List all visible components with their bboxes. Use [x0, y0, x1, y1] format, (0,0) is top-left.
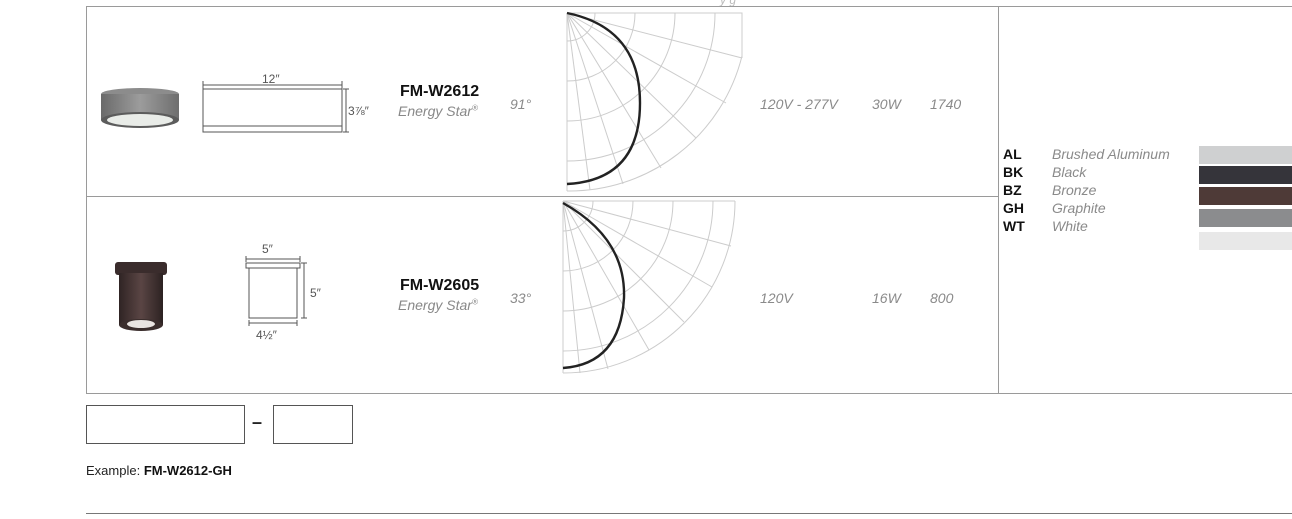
voltage: 120V	[760, 290, 793, 306]
model-number: FM-W2612	[400, 83, 480, 100]
order-separator: –	[252, 412, 263, 432]
finish-code-wt: WT	[1003, 218, 1025, 234]
voltage: 120V - 277V	[760, 96, 838, 112]
order-example: Example: FM-W2612-GH	[86, 463, 232, 478]
wattage: 30W	[872, 96, 901, 112]
finish-name-al: Brushed Aluminum	[1052, 146, 1170, 162]
spec-table	[86, 6, 1292, 394]
certification-label: Energy Star®	[398, 297, 478, 313]
example-prefix: Example:	[86, 463, 141, 478]
finish-name-bk: Black	[1052, 164, 1087, 180]
beam-angle: 91°	[510, 96, 532, 112]
finish-name-wt: White	[1052, 218, 1088, 234]
finish-swatch-bk	[1199, 166, 1292, 184]
finish-code-box[interactable]	[273, 405, 353, 444]
beam-angle: 33°	[510, 290, 532, 306]
model-number-box[interactable]	[86, 405, 245, 444]
header-fragment: y g	[720, 0, 737, 7]
finish-name-bz: Bronze	[1052, 182, 1097, 198]
model-number: FM-W2605	[400, 277, 480, 294]
certification-label: Energy Star®	[398, 103, 478, 119]
photometric-diagram-fm-w2605	[562, 200, 736, 374]
finish-swatch-wt	[1199, 232, 1292, 250]
row-divider	[86, 196, 998, 197]
product-image-fm-w2612	[101, 88, 179, 128]
wattage: 16W	[872, 290, 901, 306]
finish-swatch-gh	[1199, 209, 1292, 227]
height-label: 5″	[310, 286, 321, 300]
dimension-drawing-fm-w2605	[245, 256, 307, 326]
column-divider	[998, 6, 999, 393]
base-width-label: 4½″	[256, 328, 277, 342]
dimension-drawing-fm-w2612	[202, 81, 349, 133]
finish-swatch-bz	[1199, 187, 1292, 205]
example-value: FM-W2612-GH	[143, 463, 232, 478]
lumens: 800	[930, 290, 954, 306]
footer-divider	[86, 513, 1292, 514]
product-image-fm-w2605	[115, 262, 167, 331]
lumens: 1740	[930, 96, 962, 112]
finish-code-al: AL	[1003, 146, 1022, 162]
finish-swatch-al	[1199, 146, 1292, 164]
finish-name-gh: Graphite	[1052, 200, 1106, 216]
finish-code-gh: GH	[1003, 200, 1024, 216]
height-label: 3⅞″	[348, 104, 369, 118]
finish-code-bz: BZ	[1003, 182, 1022, 198]
photometric-diagram-fm-w2612	[566, 11, 743, 192]
width-label: 12″	[262, 72, 280, 86]
width-label: 5″	[262, 242, 273, 256]
finish-code-bk: BK	[1003, 164, 1024, 180]
